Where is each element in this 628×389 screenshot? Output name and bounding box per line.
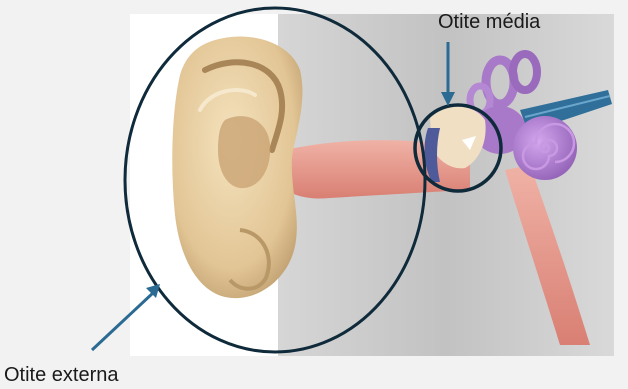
middle-ear-label: Otite média (438, 11, 540, 34)
outer-ear-label: Otite externa (4, 364, 119, 387)
